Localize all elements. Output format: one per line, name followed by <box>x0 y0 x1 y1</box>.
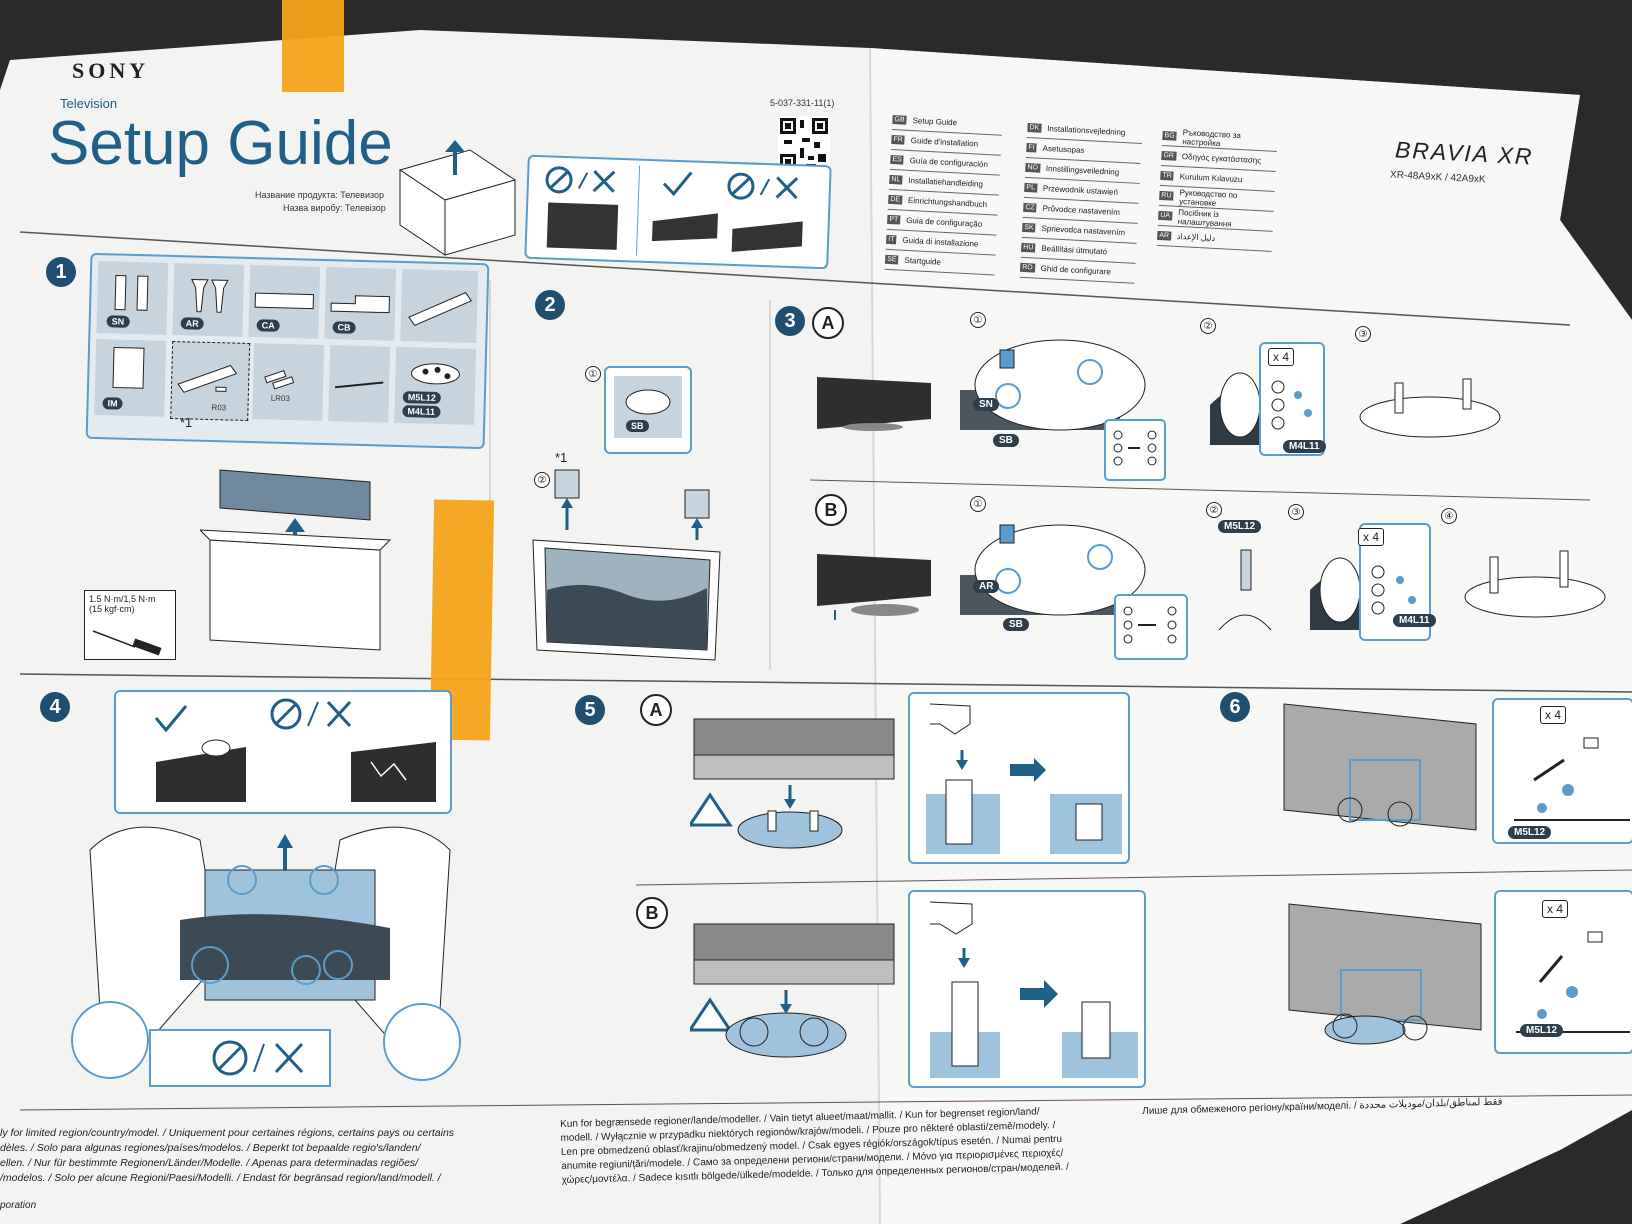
step-3-badge: 3 <box>775 306 805 336</box>
step-4-handling-panel <box>114 690 452 814</box>
substep-4: ④ <box>1441 508 1457 524</box>
part-sn: SN <box>96 261 169 335</box>
part-label: SB <box>1003 618 1029 631</box>
step-6-badge: 6 <box>1220 692 1250 722</box>
step-4-badge: 4 <box>40 692 70 722</box>
tv-box-icon <box>398 140 517 256</box>
step-5b-attach-illustration <box>690 923 895 1058</box>
footer-note-col2: Kun for begrænsede regioner/lande/modell… <box>560 1103 1122 1188</box>
tape-top <box>282 0 344 92</box>
part-label: M4L11 <box>1283 440 1326 453</box>
step-4-lifting-illustration <box>71 826 461 1087</box>
step-5a-attach-illustration <box>690 718 895 849</box>
substep-2: ② <box>1206 502 1222 518</box>
footer-note-col1: ly for limited region/country/model. / U… <box>0 1126 545 1186</box>
step-3b-stand-illustration <box>960 524 1188 660</box>
footer-line: /modelos. / Solo per alcune Regioni/Paes… <box>0 1172 441 1184</box>
part-remote <box>400 268 479 343</box>
part-label: R03 <box>211 403 227 413</box>
substep-3: ③ <box>1355 326 1371 342</box>
part-label: CB <box>332 321 356 334</box>
part-label: M4L11 <box>402 405 441 419</box>
part-label: AR <box>973 580 1000 593</box>
handling-warning-panel <box>524 154 832 270</box>
part-ar: AR <box>172 263 245 337</box>
step-3a-assembled-stand <box>1359 378 1501 438</box>
part-label: M5L12 <box>1218 520 1262 533</box>
product-name-ru: Название продукта: Телевизор <box>255 190 385 200</box>
footnote-marker: *1 <box>555 450 568 465</box>
substep-2: ② <box>534 472 550 488</box>
substep-1: ① <box>585 366 601 382</box>
part-cable <box>328 345 391 423</box>
variant-a-badge: A <box>812 307 844 339</box>
sony-logo: SONY <box>72 58 150 83</box>
step-6b-tv-back-illustration <box>1288 903 1482 1045</box>
screw-count-badge: x 4 <box>1540 706 1567 724</box>
footer-line: ly for limited region/country/model. / U… <box>0 1127 455 1139</box>
footer-line: dèles. / Solo para algunas regiones/país… <box>0 1142 421 1154</box>
step-2-detail-panel: SB <box>604 366 692 454</box>
part-ca: CA <box>248 264 321 339</box>
substep-1: ① <box>970 312 986 328</box>
page-title: Setup Guide <box>48 109 393 178</box>
part-label: SN <box>106 315 130 328</box>
part-label: SB <box>993 434 1019 447</box>
footer-corp: poration <box>0 1200 37 1211</box>
part-label: SN <box>973 398 999 411</box>
category-label: Television <box>60 96 118 111</box>
screw-count-badge: x 4 <box>1358 528 1385 546</box>
part-label: M5L12 <box>402 391 441 405</box>
parts-panel: SN AR CA CB IM R03 LR03 <box>85 252 490 450</box>
product-name-ua: Назва виробу: Телевізор <box>283 203 386 213</box>
part-cb: CB <box>324 266 397 341</box>
torque-box: 1.5 N·m/1,5 N·m (15 kgf·cm) <box>84 590 176 660</box>
footnote-marker: *1 <box>180 415 193 430</box>
part-label: IM <box>102 397 123 410</box>
part-label: AR <box>180 317 204 330</box>
step-3a-screw-illustration <box>1210 342 1325 456</box>
part-label: M5L12 <box>1508 826 1552 839</box>
part-lr03: LR03 <box>252 343 325 421</box>
step-5b-detail-panel <box>908 890 1146 1088</box>
part-label: SB <box>626 420 649 432</box>
screw-count-badge: x 4 <box>1542 900 1569 918</box>
tv-side-view-a <box>817 377 931 431</box>
step-1-unboxing-illustration <box>200 469 392 651</box>
tv-side-view-b <box>817 554 931 620</box>
step-5a-detail-panel <box>908 692 1130 864</box>
doc-number: 5-037-331-11(1) <box>770 98 835 108</box>
torque-spec: 1.5 N·m/1,5 N·m (15 kgf·cm) <box>89 594 156 614</box>
step-3b-assembled-stand <box>1464 550 1606 618</box>
step-5-badge: 5 <box>575 695 605 725</box>
step-3b-bracket-illustration <box>1218 549 1272 631</box>
step-2-badge: 2 <box>535 290 565 320</box>
step-6a-tv-back-illustration <box>1283 703 1477 831</box>
step-6a-detail-panel <box>1492 698 1632 844</box>
variant-a-badge: A <box>640 694 672 726</box>
part-label: CA <box>256 319 280 332</box>
part-screws: M5L12 M4L11 <box>394 346 477 425</box>
substep-2: ② <box>1200 318 1216 334</box>
part-label: M4L11 <box>1393 614 1436 627</box>
step-1-badge: 1 <box>46 257 76 287</box>
footer-line: ellen. / Nur für bestimmte Regionen/Länd… <box>0 1157 419 1169</box>
substep-1: ① <box>970 496 986 512</box>
part-im: IM <box>94 338 167 417</box>
part-r03-remote: R03 <box>170 340 251 421</box>
step-2-box-illustration <box>532 469 721 661</box>
screw-count-badge: x 4 <box>1268 348 1295 366</box>
variant-b-badge: B <box>815 494 847 526</box>
part-label: LR03 <box>270 393 290 404</box>
substep-3: ③ <box>1288 504 1304 520</box>
step-3b-screw-illustration <box>1310 523 1431 641</box>
variant-b-badge: B <box>636 897 668 929</box>
part-label: M5L12 <box>1520 1024 1564 1037</box>
